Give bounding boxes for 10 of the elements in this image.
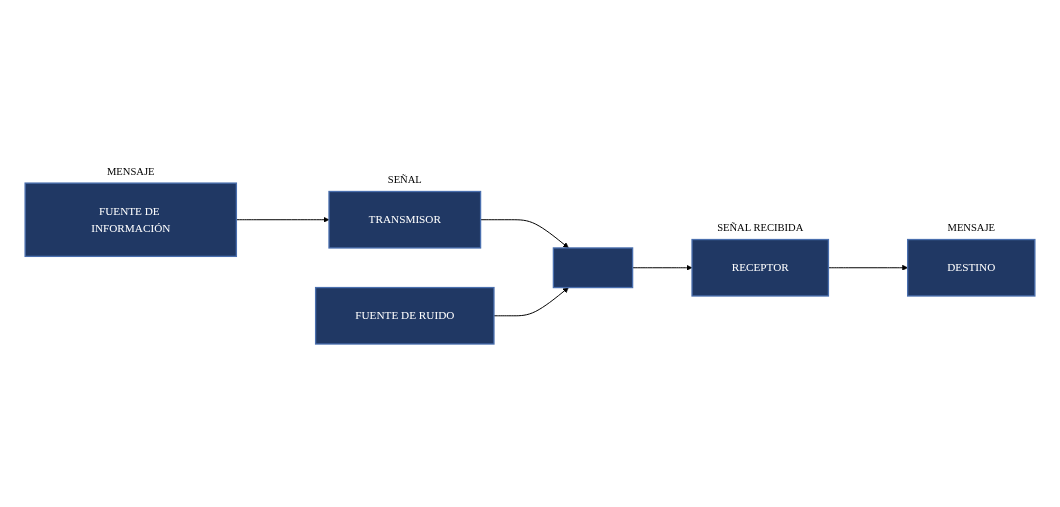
node-label: SEÑAL bbox=[387, 173, 422, 185]
node-box: FUENTE DE INFORMACIÓN bbox=[24, 182, 238, 257]
node-box: FUENTE DE RUIDO bbox=[314, 286, 495, 345]
node-box bbox=[552, 247, 634, 289]
node-box: TRANSMISOR bbox=[328, 190, 482, 249]
node-label: MENSAJE bbox=[947, 221, 996, 233]
node-box: DESTINO bbox=[907, 238, 1036, 297]
node-box: RECEPTOR bbox=[691, 238, 830, 297]
node-label: MENSAJE bbox=[106, 165, 155, 177]
node-label: SEÑAL RECIBIDA bbox=[717, 221, 804, 233]
